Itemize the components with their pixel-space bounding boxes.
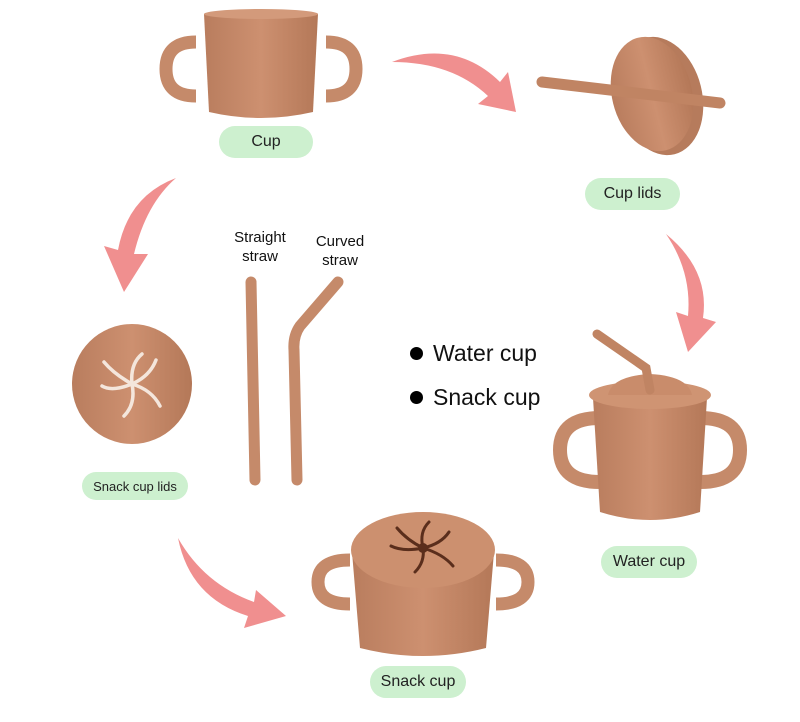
curved-straw-label-line2: straw — [322, 252, 358, 269]
water-cup-image — [552, 329, 748, 520]
curved-straw-label: Curved straw — [302, 232, 378, 270]
legend-text: Water cup — [433, 340, 537, 366]
arrow-icon — [178, 538, 286, 628]
snack-cup-lid-image — [72, 324, 192, 444]
legend-text: Snack cup — [433, 384, 541, 410]
legend-item-water-cup: Water cup — [410, 340, 537, 367]
cup-lid-image — [536, 36, 726, 156]
straight-straw-label: Straight straw — [220, 228, 300, 266]
cup-image — [159, 9, 363, 118]
flow-arrows — [104, 53, 716, 628]
bullet-dot-icon — [410, 347, 423, 360]
label-snack-cup-lids: Snack cup lids — [82, 472, 188, 500]
straight-straw-image — [245, 276, 261, 486]
straight-straw-label-line2: straw — [242, 248, 278, 265]
label-cup-lids: Cup lids — [585, 178, 680, 210]
legend-item-snack-cup: Snack cup — [410, 384, 540, 411]
curved-straw-image — [288, 276, 344, 486]
label-cup: Cup — [219, 126, 313, 158]
snack-cup-image — [311, 512, 535, 656]
bullet-dot-icon — [410, 391, 423, 404]
arrow-icon — [104, 178, 176, 292]
label-water-cup: Water cup — [601, 546, 697, 578]
straight-straw-label-line1: Straight — [234, 229, 286, 246]
label-snack-cup: Snack cup — [370, 666, 466, 698]
arrow-icon — [666, 234, 716, 352]
curved-straw-label-line1: Curved — [315, 233, 365, 250]
arrow-icon — [392, 53, 516, 112]
